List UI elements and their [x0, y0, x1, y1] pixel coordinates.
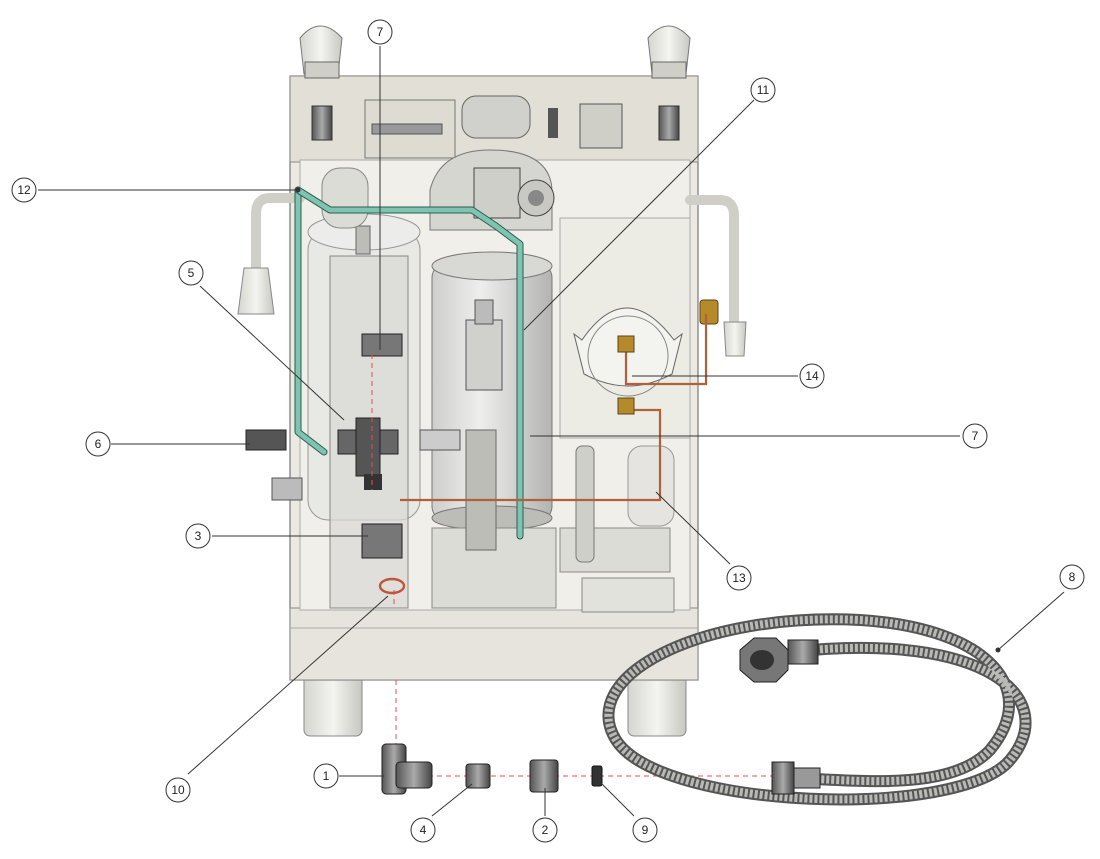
- svg-text:7: 7: [377, 25, 384, 39]
- hex-adapter: [529, 759, 559, 793]
- svg-text:14: 14: [805, 369, 819, 383]
- svg-text:6: 6: [95, 437, 102, 451]
- leader-lines: [38, 46, 1065, 817]
- callout-9: 9: [632, 817, 658, 843]
- tee-fitting: [337, 417, 399, 490]
- svg-text:2: 2: [542, 823, 549, 837]
- leader-9: [599, 781, 635, 817]
- right-hot-water-wand: [685, 195, 739, 331]
- svg-text:5: 5: [188, 266, 195, 280]
- callout-8: 8: [1059, 564, 1085, 590]
- callout-14: 14: [799, 363, 825, 389]
- svg-text:8: 8: [1069, 570, 1076, 584]
- reducer-nipple: [465, 763, 491, 789]
- callout-3: 3: [185, 523, 211, 549]
- drain-pipe: [575, 445, 595, 563]
- copper-lines: [400, 314, 708, 502]
- right-valve-knob: [647, 25, 691, 141]
- leader-13: [655, 491, 731, 565]
- callout-13: 13: [726, 565, 752, 591]
- elbow-fitting: [381, 743, 433, 795]
- svg-text:12: 12: [17, 183, 31, 197]
- callout-4: 4: [410, 817, 436, 843]
- leader-10: [187, 595, 389, 775]
- callout-10: 10: [165, 777, 191, 803]
- exploded-parts: [381, 613, 1032, 806]
- seal-ring: [378, 577, 406, 595]
- callout-11: 11: [750, 77, 776, 103]
- leader-8: [997, 591, 1065, 651]
- switch-block: [579, 103, 623, 149]
- leader-11: [523, 99, 755, 331]
- braided-hose: [602, 613, 1032, 806]
- water-lines: [294, 186, 524, 540]
- svg-text:7: 7: [972, 429, 979, 443]
- left-valve-knob: [299, 25, 343, 141]
- svg-text:4: 4: [420, 823, 427, 837]
- callout-7-top: 7: [367, 19, 393, 45]
- callout-12: 12: [11, 177, 37, 203]
- callout-6: 6: [85, 431, 111, 457]
- leader-4: [431, 783, 473, 817]
- svg-text:1: 1: [323, 769, 330, 783]
- callout-5: 5: [178, 260, 204, 286]
- flat-washer: [591, 765, 603, 787]
- leader-5: [199, 285, 345, 421]
- callout-1: 1: [313, 763, 339, 789]
- left-steam-wand: [251, 193, 305, 279]
- svg-text:10: 10: [171, 783, 185, 797]
- reservoir-cap: [461, 95, 531, 139]
- brass-fittings: [617, 335, 635, 415]
- svg-text:9: 9: [642, 823, 649, 837]
- svg-text:11: 11: [757, 83, 770, 97]
- callout-2: 2: [532, 817, 558, 843]
- svg-text:13: 13: [732, 571, 746, 585]
- svg-text:3: 3: [195, 529, 202, 543]
- callout-7-right: 7: [962, 423, 988, 449]
